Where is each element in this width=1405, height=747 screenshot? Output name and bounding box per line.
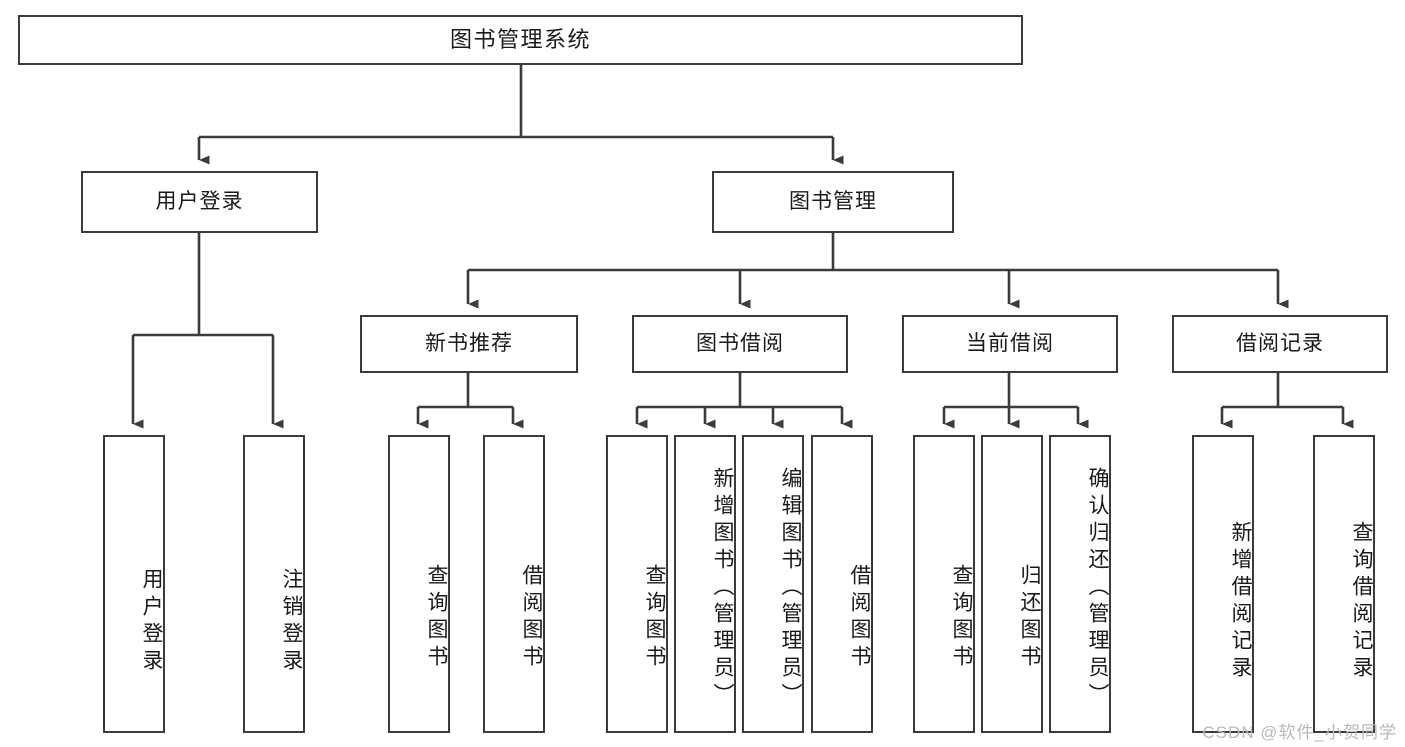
- csdn-watermark: CSDN @软件_小贺同学: [1202, 723, 1397, 742]
- node-current-borrow[interactable]: 当前借阅: [902, 315, 1118, 373]
- leaf-borrow-add-book[interactable]: 新增图书（管理员）: [674, 435, 736, 733]
- leaf-new-book-query[interactable]: 查询图书: [388, 435, 450, 733]
- leaf-record-add[interactable]: 新增借阅记录: [1192, 435, 1254, 733]
- node-book-borrow[interactable]: 图书借阅: [632, 315, 848, 373]
- leaf-borrow-query-book[interactable]: 查询图书: [606, 435, 668, 733]
- leaf-new-book-borrow[interactable]: 借阅图书: [483, 435, 545, 733]
- node-book-management[interactable]: 图书管理: [712, 171, 954, 233]
- leaf-current-return-book[interactable]: 归还图书: [981, 435, 1043, 733]
- node-user-login[interactable]: 用户登录: [81, 171, 318, 233]
- leaf-current-query-book[interactable]: 查询图书: [913, 435, 975, 733]
- leaf-borrow-borrow-book[interactable]: 借阅图书: [811, 435, 873, 733]
- node-root-system[interactable]: 图书管理系统: [18, 15, 1023, 65]
- leaf-user-login-login[interactable]: 用户登录: [103, 435, 165, 733]
- leaf-record-query[interactable]: 查询借阅记录: [1313, 435, 1375, 733]
- leaf-current-confirm-return[interactable]: 确认归还（管理员）: [1049, 435, 1111, 733]
- node-borrow-record[interactable]: 借阅记录: [1172, 315, 1388, 373]
- leaf-user-login-logout[interactable]: 注销登录: [243, 435, 305, 733]
- leaf-borrow-edit-book[interactable]: 编辑图书（管理员）: [742, 435, 804, 733]
- node-new-book-recommend[interactable]: 新书推荐: [360, 315, 578, 373]
